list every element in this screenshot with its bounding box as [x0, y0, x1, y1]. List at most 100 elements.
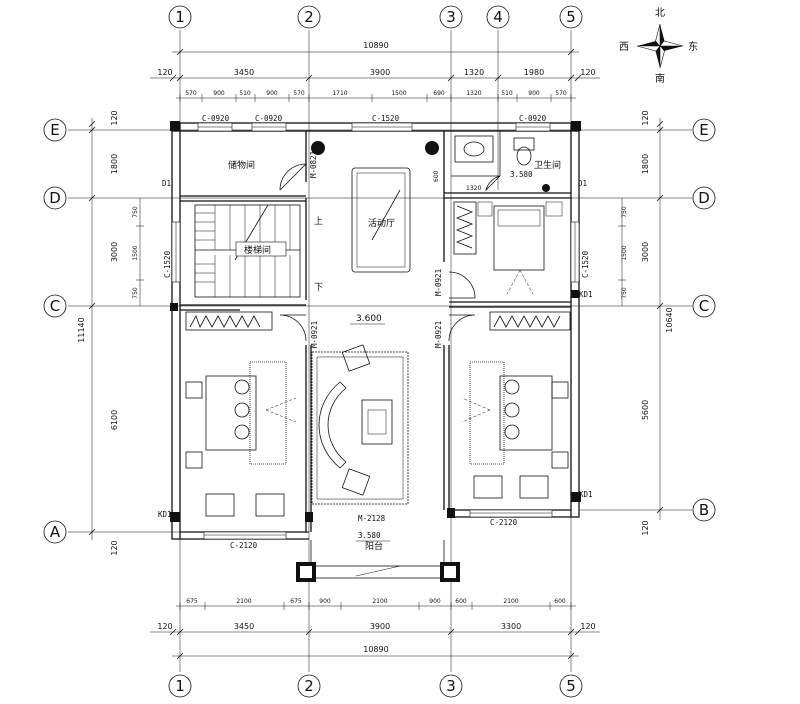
svg-text:2100: 2100 — [503, 598, 518, 605]
svg-text:5: 5 — [566, 677, 576, 695]
door-tag: KD1 — [158, 510, 172, 519]
left-bedroom — [185, 311, 297, 517]
svg-text:E: E — [50, 121, 59, 139]
svg-text:3450: 3450 — [234, 622, 254, 631]
svg-text:1320: 1320 — [466, 90, 481, 97]
axis-bubble: D — [43, 186, 67, 210]
svg-text:10890: 10890 — [363, 41, 388, 50]
svg-text:5600: 5600 — [641, 400, 650, 420]
door-tag: D1 — [578, 179, 587, 188]
svg-text:120: 120 — [641, 520, 650, 535]
window-label: C-1520 — [163, 250, 172, 278]
window-label: C-0920 — [255, 114, 283, 123]
svg-text:120: 120 — [157, 622, 172, 631]
axis-bubble: E — [43, 118, 67, 142]
svg-text:1: 1 — [175, 8, 185, 26]
svg-text:10640: 10640 — [665, 307, 674, 332]
room-label-stair: 楼梯间 — [244, 244, 271, 256]
bottom-axis-bubbles: 1 2 3 5 — [168, 674, 583, 698]
axis-bubble: 1 — [168, 5, 192, 29]
svg-text:E: E — [699, 121, 708, 139]
svg-text:120: 120 — [641, 110, 650, 125]
window-label: C-1520 — [581, 250, 590, 278]
svg-text:900: 900 — [319, 598, 331, 605]
svg-text:1500: 1500 — [132, 245, 139, 260]
svg-text:3: 3 — [446, 677, 456, 695]
balcony: 阳台 3.580 — [296, 531, 460, 582]
svg-text:675: 675 — [290, 598, 302, 605]
compass-south: 南 — [655, 72, 665, 85]
axis-bubble: B — [692, 498, 716, 522]
door-tag: KD1 — [579, 490, 593, 499]
axis-bubble: 2 — [297, 674, 321, 698]
level-mark: 3.580 — [510, 170, 533, 179]
window-label: C-1520 — [372, 114, 400, 123]
svg-text:900: 900 — [429, 598, 441, 605]
svg-text:750: 750 — [621, 287, 628, 299]
svg-text:120: 120 — [580, 622, 595, 631]
svg-text:510: 510 — [239, 90, 251, 97]
svg-text:120: 120 — [580, 68, 595, 77]
door-tag: KD1 — [579, 290, 593, 299]
svg-text:750: 750 — [621, 206, 628, 218]
level-mark: 3.600 — [356, 314, 382, 324]
top-dimensions: 10890 120 3450 3900 1320 1980 120 570 90… — [150, 41, 600, 102]
axis-bubble: C — [43, 294, 67, 318]
axis-bubble: E — [692, 118, 716, 142]
svg-text:1500: 1500 — [391, 90, 406, 97]
axis-bubble: 2 — [297, 5, 321, 29]
svg-text:2: 2 — [304, 677, 314, 695]
left-axis-bubbles: E D C A — [43, 118, 67, 544]
svg-text:1800: 1800 — [641, 154, 650, 174]
room-label-storage: 储物间 — [228, 159, 255, 171]
axis-bubble: 5 — [559, 674, 583, 698]
activity-hall: 活动厅 3.600 — [311, 141, 439, 325]
right-dimensions: 120 1800 3000 5600 120 10640 750 1500 75… — [618, 110, 674, 536]
left-dimensions: 120 1800 3000 6100 120 11140 750 1500 75… — [77, 110, 144, 556]
svg-text:1800: 1800 — [110, 154, 119, 174]
compass: 北 南 西 东 — [619, 7, 698, 85]
svg-text:690: 690 — [433, 90, 445, 97]
svg-text:570: 570 — [555, 90, 567, 97]
svg-text:900: 900 — [213, 90, 225, 97]
bottom-dimensions: 675 2100 675 900 2100 900 600 2100 600 1… — [150, 598, 600, 660]
svg-text:2100: 2100 — [372, 598, 387, 605]
top-axis-bubbles: 1 2 4 3 5 — [168, 5, 583, 29]
svg-text:1: 1 — [175, 677, 185, 695]
compass-east: 东 — [688, 40, 698, 53]
svg-text:11140: 11140 — [77, 317, 86, 342]
window-label: C-0920 — [202, 114, 230, 123]
bath-dim: 600 — [433, 170, 440, 182]
svg-text:570: 570 — [185, 90, 197, 97]
stair-up-label: 上 — [314, 216, 323, 227]
svg-text:510: 510 — [501, 90, 513, 97]
svg-text:1710: 1710 — [332, 90, 347, 97]
axis-bubble: 3 — [439, 674, 463, 698]
door-label: M-2128 — [358, 514, 386, 523]
svg-text:1980: 1980 — [524, 68, 544, 77]
small-bedroom — [453, 201, 563, 297]
compass-west: 西 — [619, 42, 629, 53]
svg-text:2100: 2100 — [236, 598, 251, 605]
svg-text:C: C — [699, 297, 709, 315]
svg-text:B: B — [699, 501, 709, 519]
svg-text:900: 900 — [266, 90, 278, 97]
stair-down-label: 下 — [314, 283, 323, 293]
svg-text:3300: 3300 — [501, 622, 521, 631]
svg-text:3000: 3000 — [110, 242, 119, 262]
axis-bubble: 3 — [439, 5, 463, 29]
axis-bubble: 5 — [559, 5, 583, 29]
axis-bubble: 4 — [486, 5, 510, 29]
axis-bubble: D — [692, 186, 716, 210]
svg-text:3450: 3450 — [234, 68, 254, 77]
svg-text:600: 600 — [455, 598, 467, 605]
svg-text:675: 675 — [186, 598, 198, 605]
svg-text:1500: 1500 — [621, 245, 628, 260]
svg-text:5: 5 — [566, 8, 576, 26]
svg-text:C: C — [50, 297, 60, 315]
door-label: M-0821 — [309, 151, 318, 178]
svg-text:4: 4 — [493, 8, 503, 26]
svg-text:1320: 1320 — [464, 68, 484, 77]
svg-text:10890: 10890 — [363, 645, 388, 654]
lounge — [311, 344, 409, 505]
